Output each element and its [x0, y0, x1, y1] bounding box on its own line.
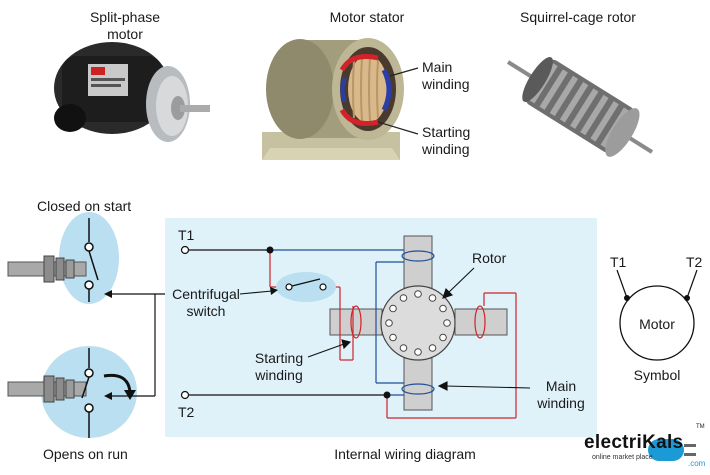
- callout-arrows: [307, 267, 531, 391]
- logo-tagline: online market place: [592, 454, 653, 461]
- supply-leads: [187, 249, 387, 396]
- centrifugal-switch-pointers: [104, 290, 165, 400]
- centrifugal-switch-label: Centrifugal switch: [172, 286, 240, 319]
- switch-open-view: [7, 346, 137, 438]
- split-phase-motor-image: [54, 42, 210, 142]
- squirrel-cage-rotor-image: [506, 57, 654, 157]
- split-phase-motor-title: Split-phase motor: [89, 9, 161, 42]
- wiring-t2-label: T2: [178, 404, 195, 420]
- main-winding-label: Main winding: [537, 378, 585, 411]
- motor-stator-title: Motor stator: [329, 9, 405, 25]
- centrifugal-switch-symbol: [239, 272, 336, 302]
- starting-winding-label: Starting winding: [254, 350, 304, 383]
- terminal-t2: [180, 390, 190, 400]
- wiring-t1-label: T1: [178, 227, 195, 243]
- stator-main-winding-label: Main winding: [422, 59, 470, 92]
- switch-closed-view: [7, 212, 119, 304]
- motor-symbol: [616, 269, 698, 361]
- stator-starting-winding-label: Starting winding: [422, 124, 471, 157]
- logo-plug-icon: [648, 439, 696, 461]
- motor-symbol-label: Motor: [639, 316, 675, 332]
- opens-on-run-label: Opens on run: [43, 446, 128, 462]
- junction-dot: [383, 391, 391, 399]
- symbol-t1-label: T1: [610, 254, 627, 270]
- closed-on-start-label: Closed on start: [37, 198, 132, 214]
- logo-com: .com: [688, 459, 706, 468]
- symbol-caption: Symbol: [633, 367, 681, 383]
- rotor-label: Rotor: [472, 250, 507, 266]
- electrikals-logo: electriKals online market place: [584, 433, 683, 462]
- stator-poles: [329, 235, 508, 411]
- squirrel-cage-rotor-title: Squirrel-cage rotor: [520, 9, 636, 25]
- rotor-symbol: [380, 285, 456, 361]
- junction-dot: [266, 246, 274, 254]
- main-winding-wires: [270, 249, 435, 396]
- logo-wordmark: electriKals: [584, 432, 684, 453]
- wiring-diagram-caption: Internal wiring diagram: [334, 446, 476, 462]
- motor-stator-image: [262, 38, 419, 160]
- terminal-t1: [180, 245, 190, 255]
- logo-tm: TM: [696, 424, 705, 430]
- symbol-t2-label: T2: [686, 254, 703, 270]
